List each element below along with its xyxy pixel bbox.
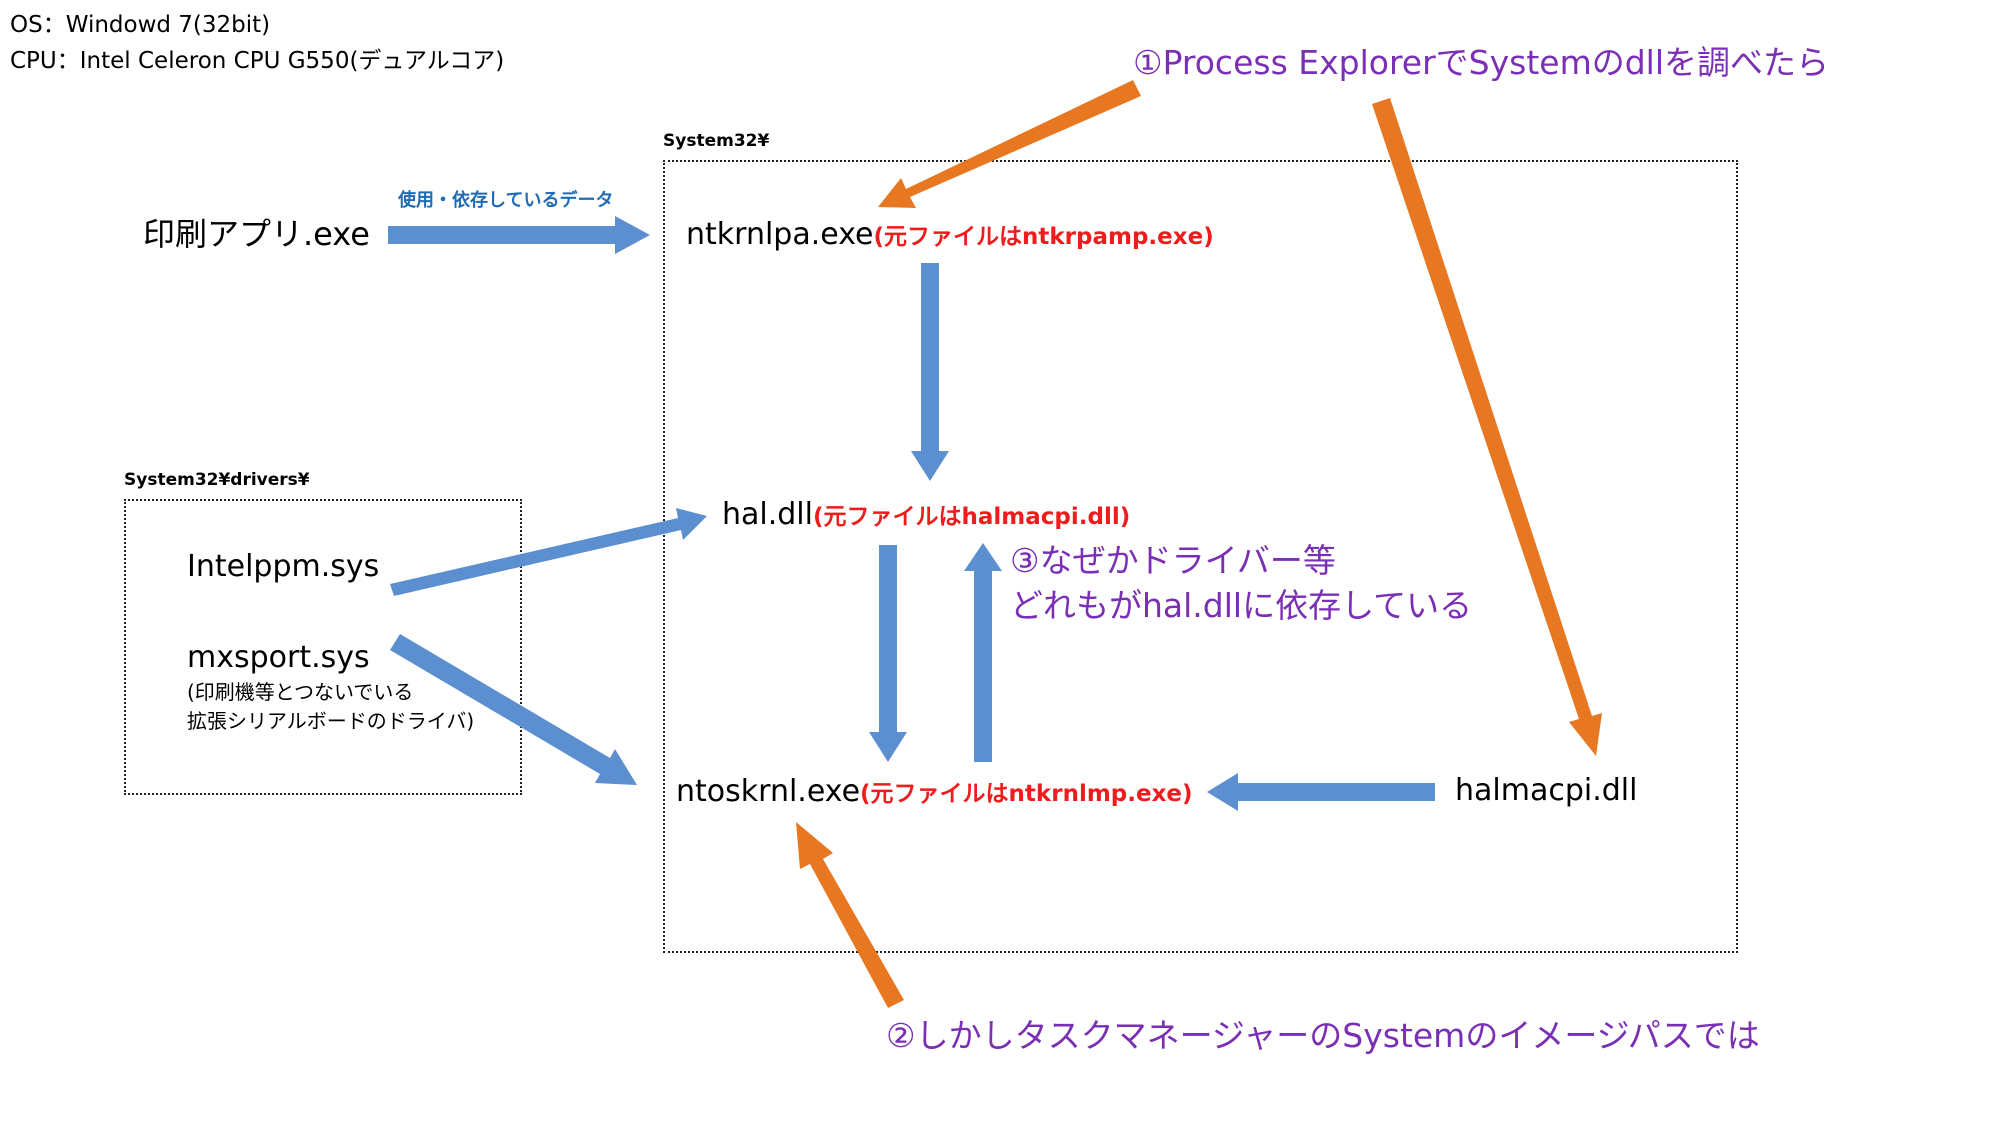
arrow-step1-to-ntkrnlpa: [878, 80, 1141, 208]
mxsport-node: mxsport.sys: [187, 640, 370, 675]
arrow-ntkrnlpa-to-hal: [911, 263, 949, 481]
os-line: OS：Windowd 7(32bit): [10, 14, 270, 37]
step2-annotation: ②しかしタスクマネージャーのSystemのイメージパスでは: [886, 1016, 1760, 1055]
arrow-step2-to-ntoskrnl: [796, 822, 904, 1008]
arrow-step1-to-halmacpi: [1372, 98, 1602, 756]
arrow-app-to-ntkrnlpa: [388, 216, 650, 254]
drivers-label: System32¥drivers¥: [124, 470, 310, 490]
system32-box: [663, 160, 1738, 953]
arrow-mxsport-to-ntoskrnl: [390, 634, 637, 785]
mxsport-note-line1: (印刷機等とつないでいる: [187, 680, 414, 704]
halmacpi-node: halmacpi.dll: [1455, 773, 1638, 808]
step3-annotation-line1: ③なぜかドライバー等: [1010, 541, 1336, 580]
os-line-text: OS：Windowd 7(32bit): [10, 12, 271, 38]
mxsport-note-line2: 拡張シリアルボードのドライバ): [187, 709, 475, 733]
arrow-halmacpi-to-ntoskrnl: [1207, 773, 1435, 811]
step1-annotation: ①Process ExplorerでSystemのdllを調べたら: [1133, 43, 1829, 82]
intelppm-node: Intelppm.sys: [187, 549, 380, 584]
ntoskrnl-label: ntoskrnl.exe: [676, 774, 861, 809]
ntoskrnl-node: ntoskrnl.exe(元ファイルはntkrnlmp.exe): [676, 777, 1193, 807]
ntkrnlpa-label: ntkrnlpa.exe: [686, 217, 874, 252]
arrow-hal-to-ntoskrnl: [869, 545, 907, 762]
ntoskrnl-note: (元ファイルはntkrnlmp.exe): [860, 781, 1193, 807]
hal-label: hal.dll: [722, 497, 813, 532]
drivers-box: [124, 499, 522, 795]
hal-note: (元ファイルはhalmacpi.dll): [812, 504, 1131, 530]
arrow-intelppm-to-hal: [390, 508, 707, 596]
uses-edge-label: 使用・依存しているデータ: [398, 190, 614, 211]
ntkrnlpa-node: ntkrnlpa.exe(元ファイルはntkrpamp.exe): [686, 220, 1214, 250]
hal-node: hal.dll(元ファイルはhalmacpi.dll): [722, 500, 1130, 530]
cpu-line: CPU：Intel Celeron CPU G550(デュアルコア): [10, 48, 505, 74]
print-app-node: 印刷アプリ.exe: [143, 215, 370, 253]
system32-label: System32¥: [663, 131, 770, 151]
arrow-ntoskrnl-to-hal: [964, 543, 1002, 762]
ntkrnlpa-note: (元ファイルはntkrpamp.exe): [873, 224, 1214, 250]
step3-annotation-line2: どれもがhal.dllに依存している: [1010, 586, 1473, 625]
